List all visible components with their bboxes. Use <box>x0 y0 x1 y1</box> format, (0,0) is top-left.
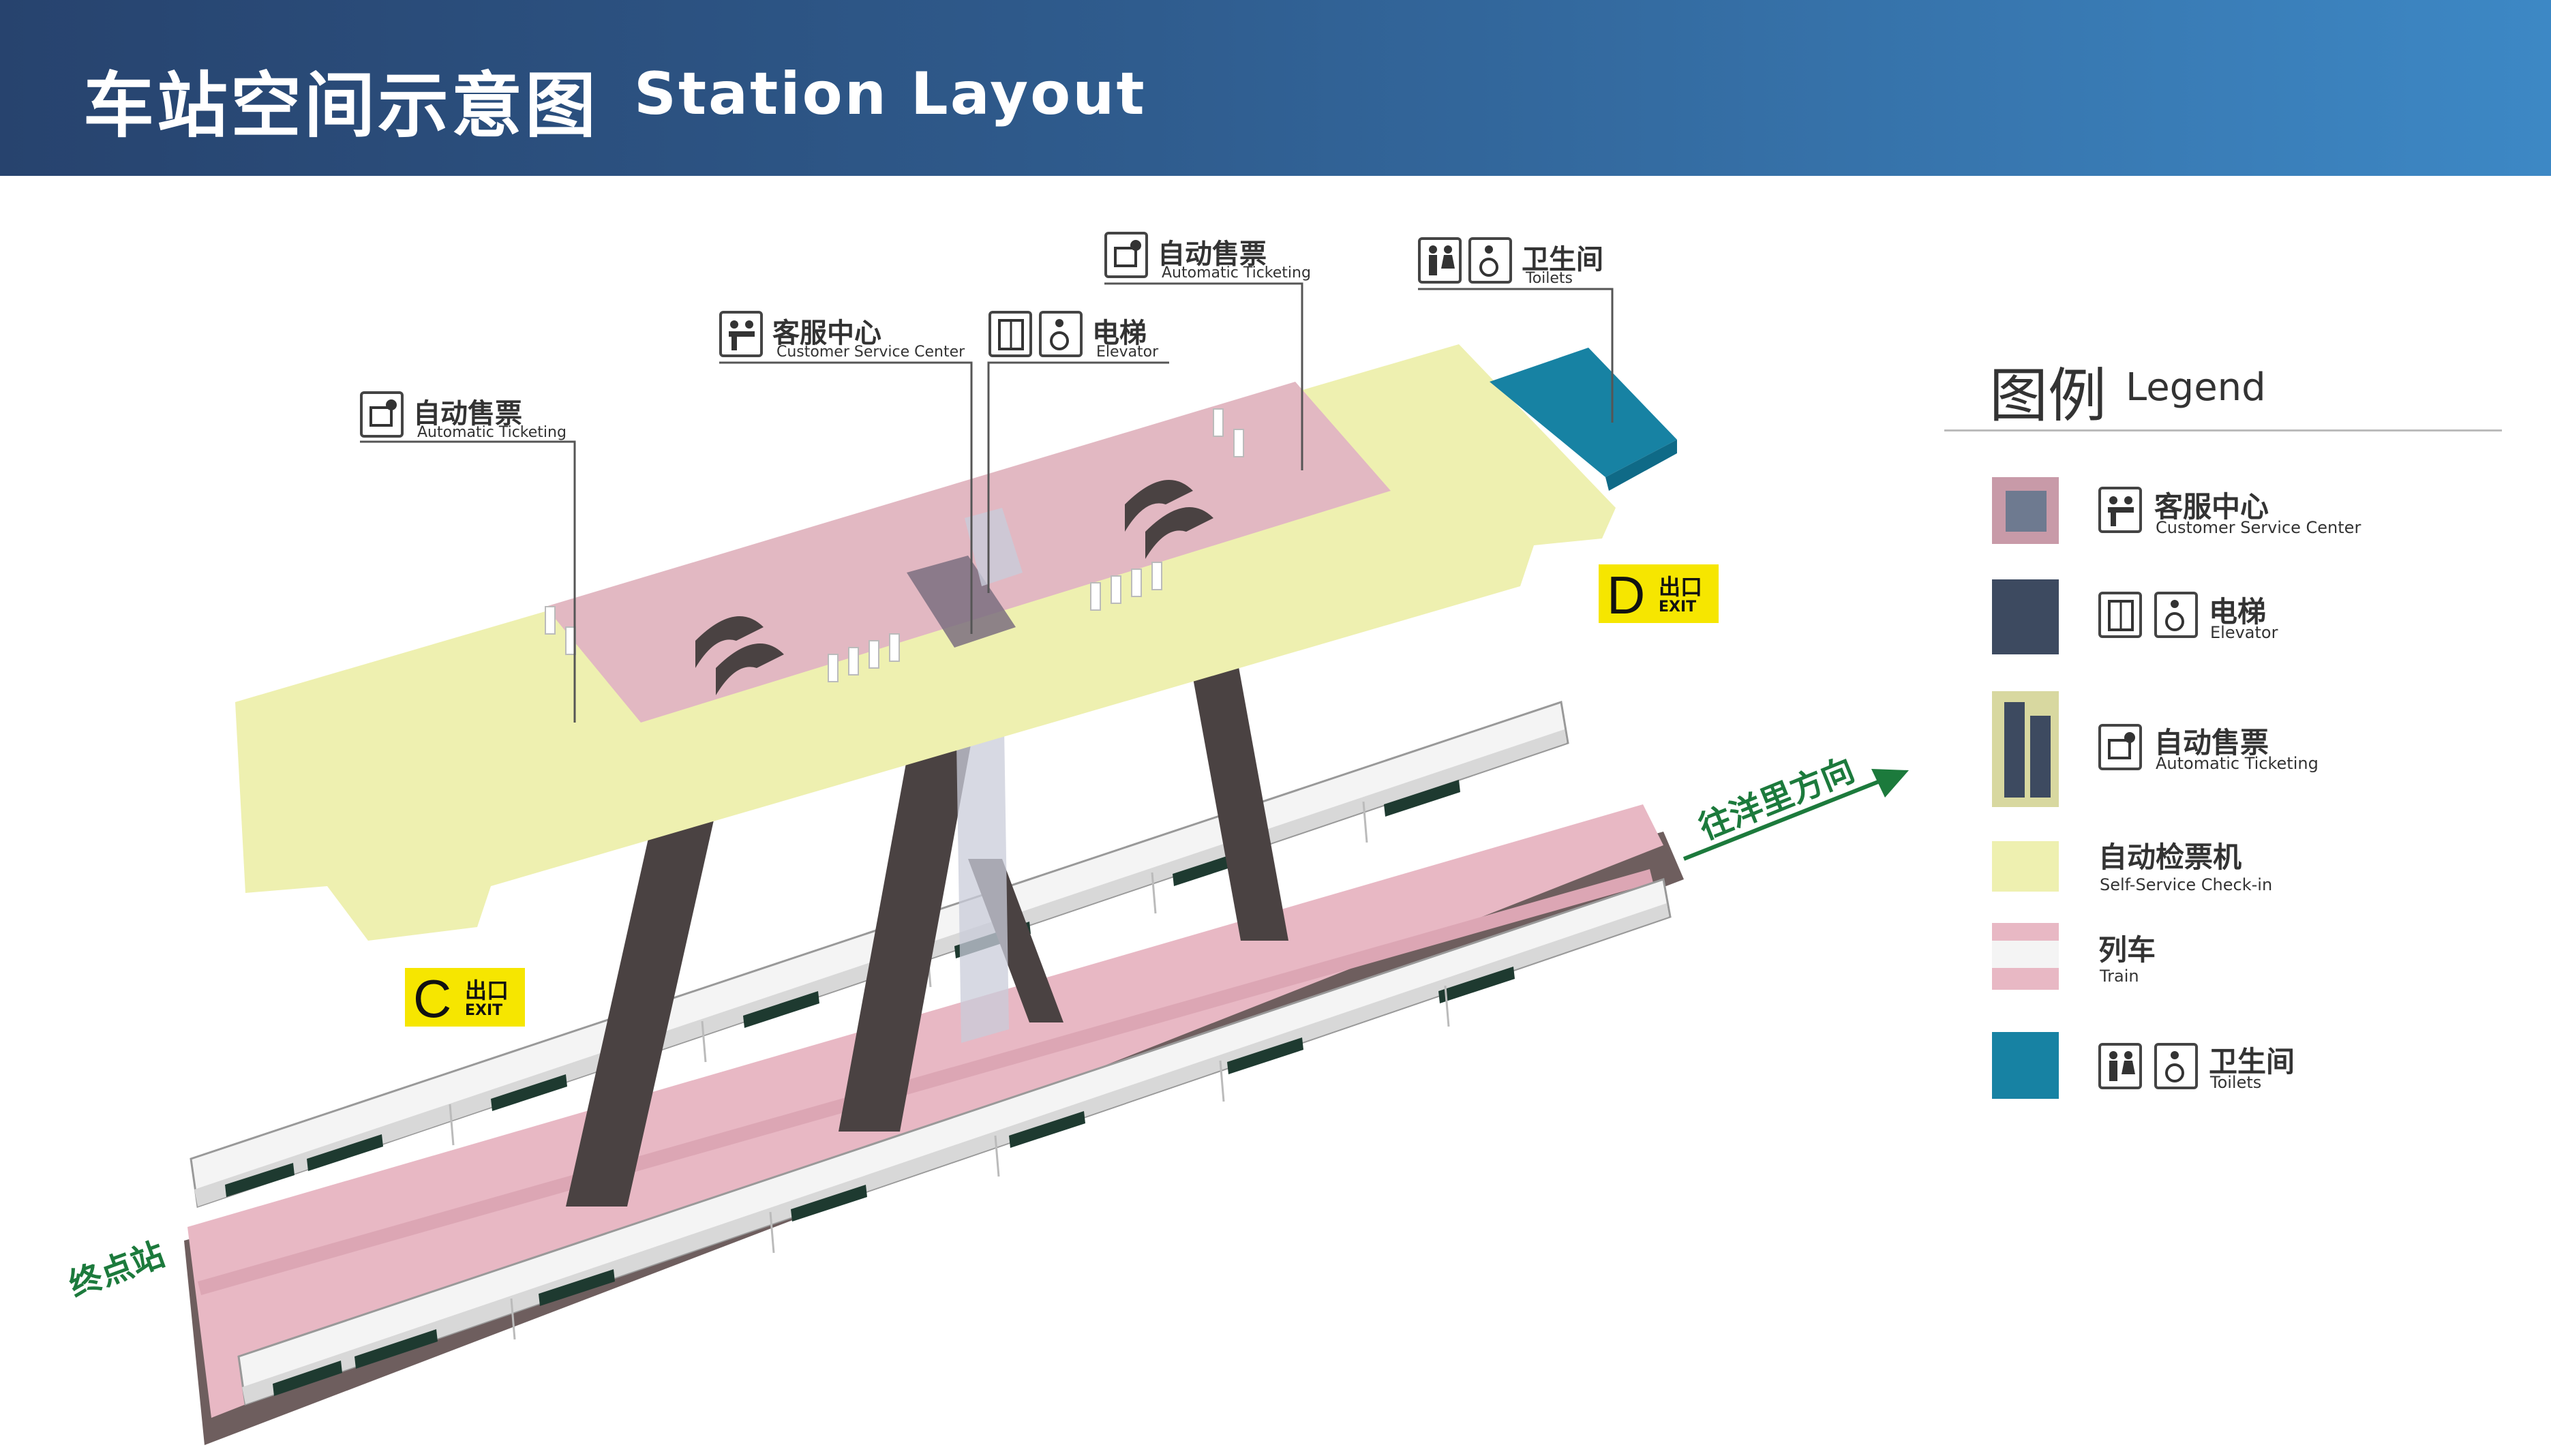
toilets-icon <box>2098 1043 2142 1089</box>
callout-ticketing-left-zh: 自动售票 <box>413 398 522 429</box>
callout-ticketing-left-en: Automatic Ticketing <box>417 424 567 441</box>
concourse-level <box>235 344 1677 941</box>
legend-title-en: Legend <box>2126 365 2266 410</box>
legend-item-train-zh: 列车 <box>2098 933 2156 967</box>
ticketing-icon <box>360 391 404 438</box>
exit-d-zh: 出口 <box>1659 574 1703 600</box>
legend-swatch-gates <box>1992 841 2059 892</box>
toilets-icon <box>1418 237 1462 284</box>
legend-swatch-elevator <box>1992 579 2059 654</box>
wheelchair-icon <box>1468 237 1512 284</box>
callout-toilets-zh: 卫生间 <box>1522 244 1603 275</box>
service-center-icon <box>719 311 763 357</box>
platform-center-strip <box>198 869 1653 1295</box>
legend-divider <box>1944 429 2502 431</box>
gates <box>545 408 1244 682</box>
wheelchair-icon <box>1039 311 1083 357</box>
stairs <box>566 641 1288 1207</box>
legend-item-train-en: Train <box>2100 967 2139 986</box>
exit-c-en: EXIT <box>465 1002 503 1019</box>
service-center-box <box>907 556 1016 648</box>
legend-swatch-toilets <box>1992 1032 2059 1099</box>
exit-c-letter: C <box>413 969 452 1029</box>
ticketing-icon <box>1104 232 1148 278</box>
callout-service-center-zh: 客服中心 <box>772 318 881 349</box>
legend-swatches <box>1992 477 2059 1099</box>
legend-item-gates-en: Self-Service Check-in <box>2100 875 2273 894</box>
callout-ticketing-right-en: Automatic Ticketing <box>1162 264 1311 282</box>
legend-item-service-zh: 客服中心 <box>2154 490 2269 524</box>
train-lower <box>237 878 1672 1406</box>
legend-item-toilets-zh: 卫生间 <box>2209 1045 2295 1078</box>
exit-c-sign: C 出口 EXIT <box>405 968 525 1029</box>
legend-item-gates-zh: 自动检票机 <box>2098 840 2242 874</box>
service-center-icon <box>2098 487 2142 533</box>
legend-item-ticketing-en: Automatic Ticketing <box>2156 754 2319 773</box>
callout-service-center-en: Customer Service Center <box>776 344 965 361</box>
legend-item-elevator-en: Elevator <box>2210 623 2278 642</box>
elevator-icon <box>2098 592 2142 638</box>
stair-right <box>1186 641 1288 941</box>
ticketing-machines-right <box>1125 480 1213 559</box>
stair-left <box>566 811 716 1207</box>
callout-ticketing-right-zh: 自动售票 <box>1158 239 1267 270</box>
callout-elevator-zh: 电梯 <box>1092 318 1147 349</box>
exit-d-letter: D <box>1607 565 1646 625</box>
legend-item-ticketing-zh: 自动售票 <box>2154 726 2269 759</box>
legend-item-toilets-en: Toilets <box>2210 1073 2262 1092</box>
callout-lines <box>360 282 1614 723</box>
legend-title-zh: 图例 <box>1989 362 2107 430</box>
exit-d-sign: D 出口 EXIT <box>1599 564 1719 625</box>
elevator-icon <box>988 311 1032 357</box>
stair-center <box>839 723 975 1132</box>
direction-arrow <box>1682 769 1909 861</box>
header-banner: 车站空间示意图 Station Layout <box>0 0 2551 176</box>
exit-d-en: EXIT <box>1659 598 1697 616</box>
page-title-zh: 车站空间示意图 <box>83 64 599 147</box>
paid-area <box>545 382 1391 723</box>
wheelchair-icon <box>2154 1043 2198 1089</box>
wheelchair-icon <box>2154 592 2198 638</box>
ticketing-icon <box>2098 724 2142 770</box>
page-title-en: Station Layout <box>634 60 1147 128</box>
ticketing-machines-left <box>695 616 784 695</box>
legend-item-service-en: Customer Service Center <box>2156 518 2361 537</box>
callout-toilets-en: Toilets <box>1526 270 1573 287</box>
callout-elevator-en: Elevator <box>1096 344 1159 361</box>
toilets-block <box>1490 348 1677 477</box>
exit-c-zh: 出口 <box>465 977 509 1003</box>
legend-item-elevator-zh: 电梯 <box>2209 595 2267 628</box>
elevator-box-top <box>965 508 1023 586</box>
